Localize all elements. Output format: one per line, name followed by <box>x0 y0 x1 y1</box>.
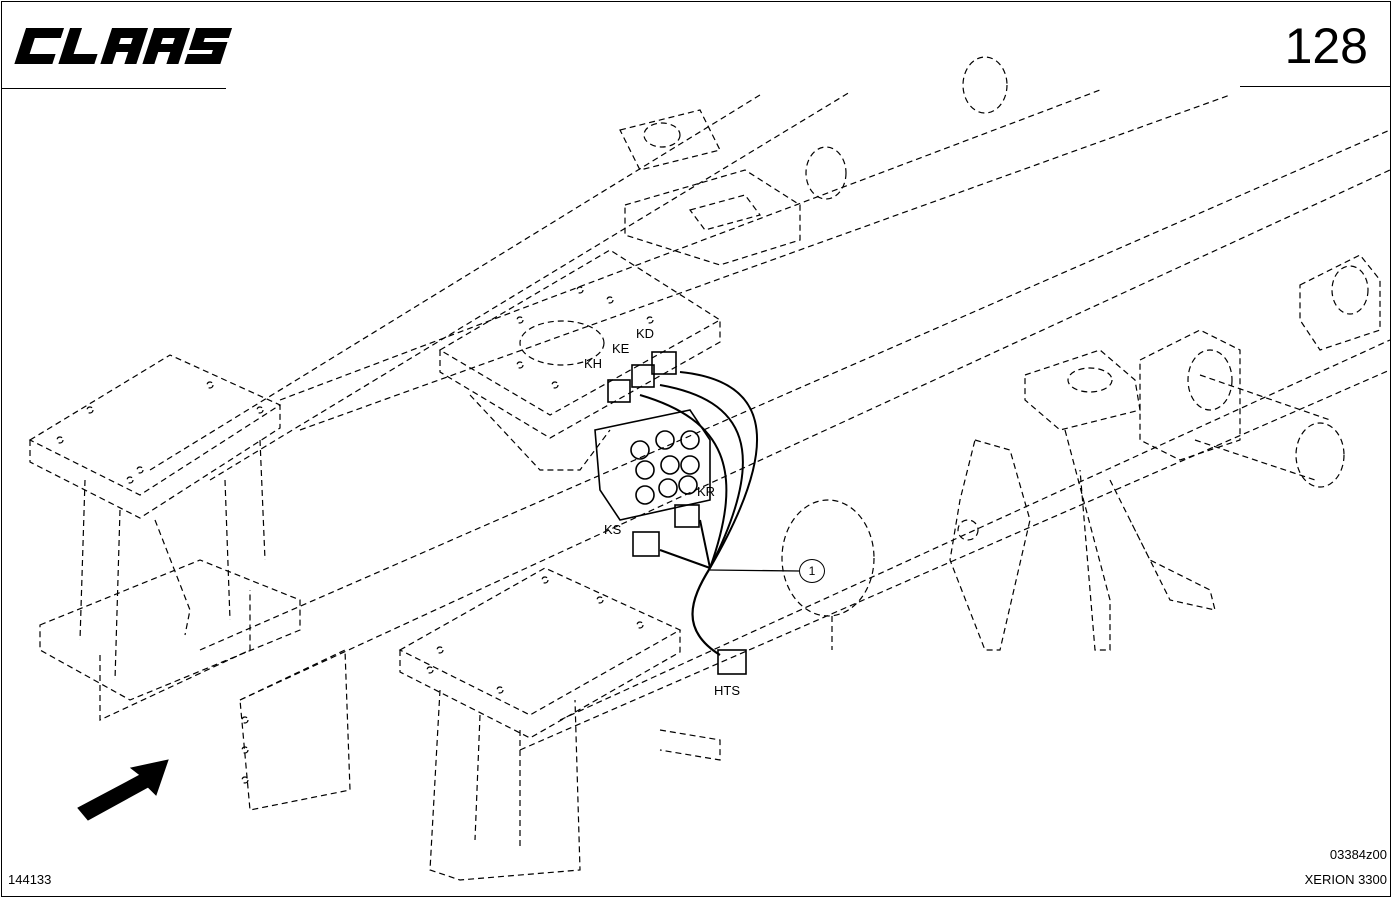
label-ke: KE <box>612 341 630 356</box>
page-number: 128 <box>1284 18 1368 74</box>
label-kh: KH <box>584 356 603 371</box>
label-ks: KS <box>604 522 622 537</box>
header-rule-left <box>1 88 226 89</box>
label-kd: KD <box>636 326 655 341</box>
arrow-icon <box>77 759 169 821</box>
drawing-number: 03384z00 <box>1329 847 1387 862</box>
callout-number: 1 <box>799 559 825 583</box>
model-name: XERION 3300 <box>1304 872 1387 887</box>
label-hts: HTS <box>714 683 740 698</box>
frame-structure <box>28 56 1391 881</box>
header-rule-right <box>1240 86 1390 87</box>
label-kr: KR <box>697 484 716 499</box>
valve-harness <box>594 351 800 675</box>
brand-logo <box>14 28 233 64</box>
sheet-id: 144133 <box>8 872 52 887</box>
